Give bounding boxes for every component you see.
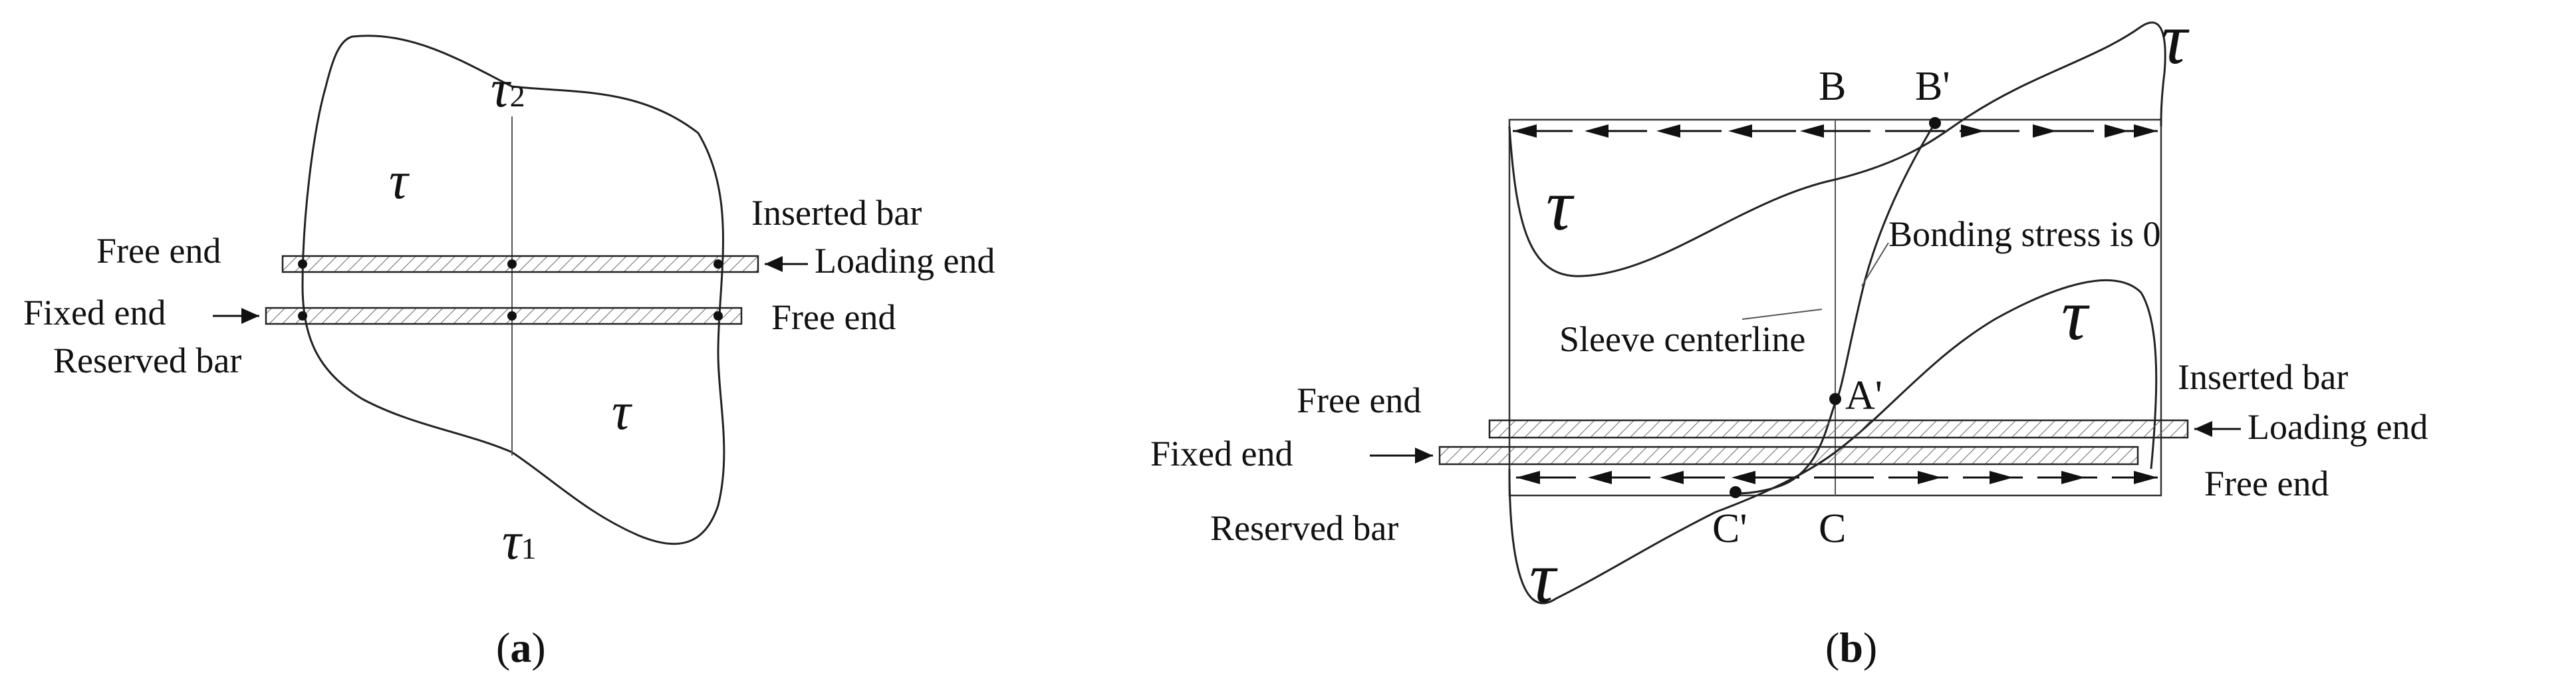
dot-a-4 (298, 311, 307, 321)
inserted-bar-label-a: Inserted bar (751, 193, 922, 233)
tau-lower-a: τ (612, 382, 633, 441)
dot-a-3 (713, 259, 723, 269)
free-end-right-label-a: Free end (771, 297, 896, 337)
tau-upper-a: τ (389, 152, 410, 210)
dot-a-5 (507, 311, 517, 321)
tau-middle-right-b: τ (2061, 274, 2090, 355)
bonding-stress-label: Bonding stress is 0 (1888, 214, 2161, 254)
point-c-prime (1730, 486, 1741, 498)
inserted-bar-a (281, 255, 759, 273)
panel-b: τ τ τ τ B B' A' C' C Bonding stress is 0… (1150, 0, 2428, 671)
caption-a: (a) (496, 624, 546, 671)
tau-upper-left-b: τ (1546, 164, 1575, 245)
free-end-left-label-b: Free end (1297, 380, 1421, 420)
point-a-prime (1829, 393, 1841, 405)
zero-stress-curve (1735, 122, 1936, 495)
loading-end-label-b: Loading end (2248, 407, 2428, 447)
top-shear-arrows (1513, 124, 2158, 138)
inserted-bar-b (1488, 419, 2189, 439)
free-end-left-label-a: Free end (96, 231, 221, 271)
dot-a-6 (713, 311, 723, 321)
bonding-stress-leader (1861, 242, 1889, 287)
label-c: C (1819, 506, 1846, 551)
inserted-bar-label-b: Inserted bar (2178, 357, 2348, 397)
label-b: B (1819, 64, 1846, 109)
point-b-prime (1929, 117, 1941, 129)
fixed-end-label-a: Fixed end (23, 293, 166, 333)
panel-a: τ τ τ2 τ1 Inserted bar Free end Loading … (23, 35, 995, 671)
upper-stress-curve (1508, 21, 2166, 277)
label-b-prime: B' (1915, 64, 1950, 109)
label-c-prime: C' (1712, 506, 1747, 551)
tau-lower-left-b: τ (1529, 537, 1558, 618)
loading-end-label-a: Loading end (815, 241, 995, 281)
label-a-prime: A' (1845, 373, 1882, 418)
sleeve-centerline-label: Sleeve centerline (1559, 319, 1805, 359)
reserved-bar-b (1438, 446, 2139, 466)
reserved-bar-a (265, 307, 743, 325)
dot-a-2 (507, 259, 517, 269)
fixed-end-label-b: Fixed end (1150, 434, 1293, 474)
free-end-right-label-b: Free end (2204, 464, 2329, 503)
bottom-shear-arrows (1516, 471, 2158, 484)
tau2-label: τ2 (491, 60, 525, 118)
caption-b: (b) (1825, 624, 1877, 671)
tau1-label: τ1 (502, 512, 537, 571)
sleeve-centerline-leader (1741, 309, 1823, 320)
reserved-bar-label-b: Reserved bar (1210, 508, 1398, 548)
dot-a-1 (298, 259, 307, 269)
tau-top-right-b: τ (2161, 0, 2190, 79)
reserved-bar-label-a: Reserved bar (53, 341, 241, 380)
